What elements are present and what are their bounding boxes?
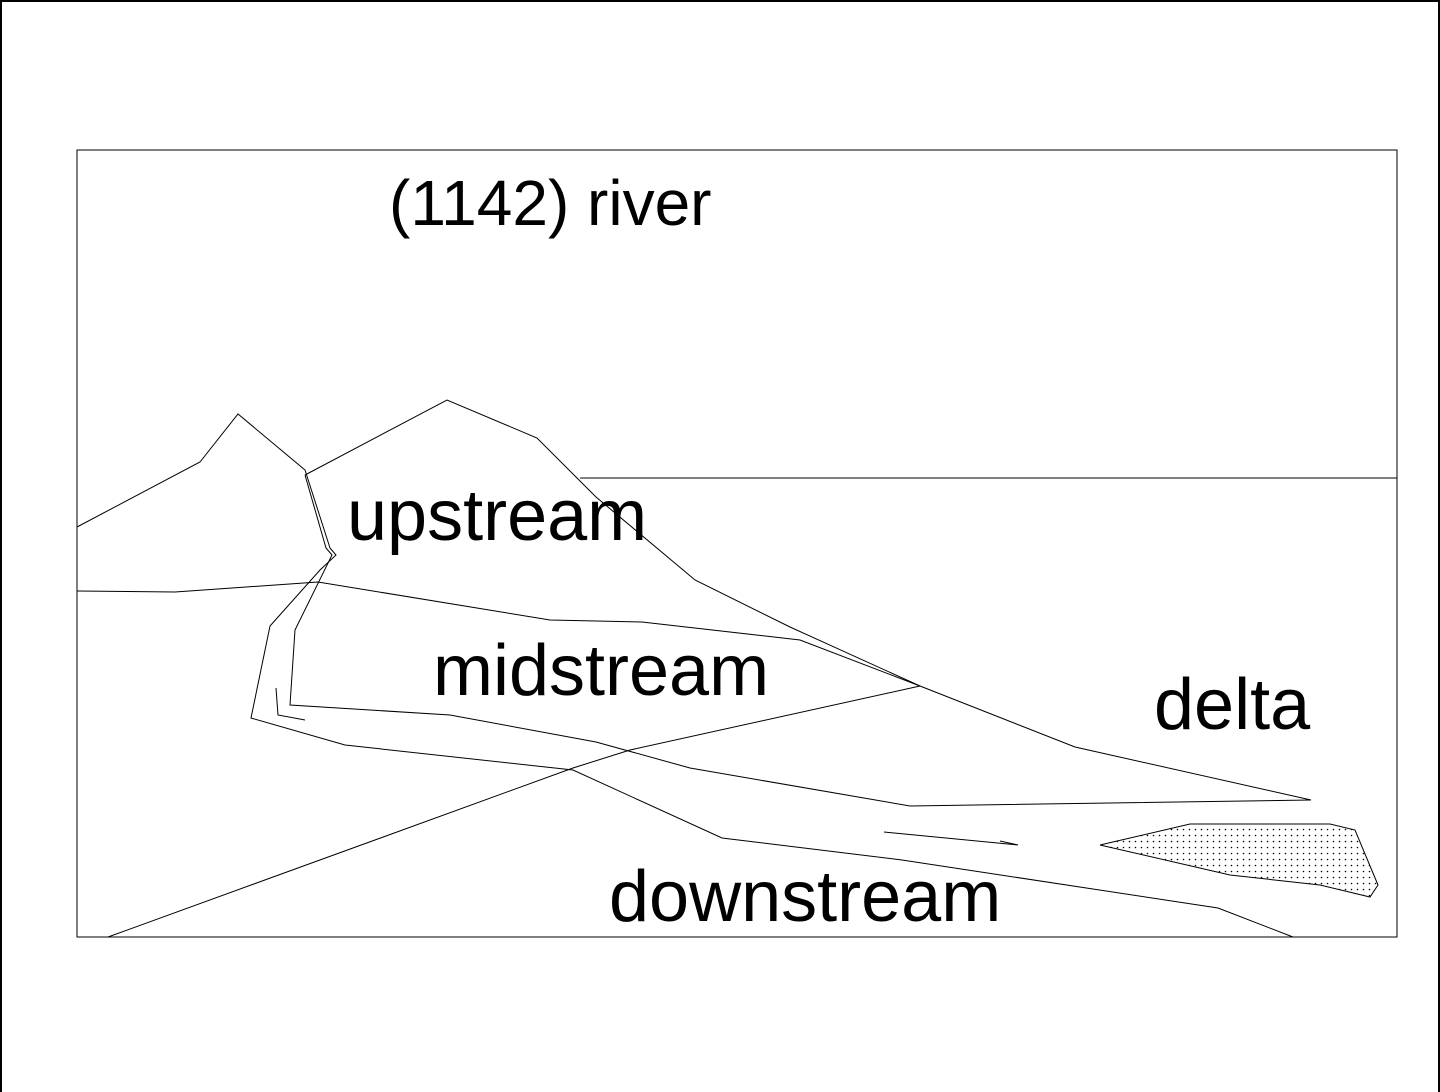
delta-island bbox=[1099, 823, 1379, 898]
right-mountain-ridge bbox=[304, 399, 1312, 801]
river-hook bbox=[275, 687, 306, 721]
delta-channel bbox=[883, 831, 1019, 846]
field-diagonal bbox=[107, 685, 921, 938]
label-downstream: downstream bbox=[609, 857, 1001, 937]
plain-boundary bbox=[76, 581, 921, 687]
left-mountain bbox=[76, 413, 306, 528]
label-upstream: upstream bbox=[347, 476, 647, 556]
diagram-frame bbox=[76, 149, 1398, 938]
river-bank-south bbox=[250, 469, 1294, 938]
label-delta: delta bbox=[1154, 665, 1311, 745]
river-bank-north bbox=[289, 474, 1312, 807]
label-midstream: midstream bbox=[433, 631, 769, 711]
diagram-title: (1142) river bbox=[389, 167, 711, 239]
